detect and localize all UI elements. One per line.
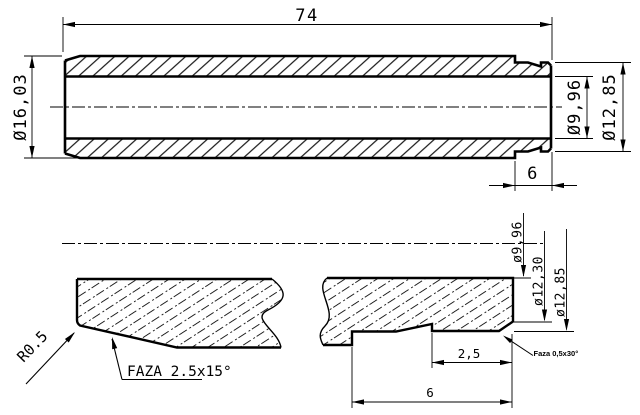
detail-left-outline [75, 277, 281, 349]
dim-6-main-arrow-right [552, 182, 564, 189]
radius-leader [25, 332, 75, 385]
main-bottom-wall-hatch [65, 138, 551, 158]
radius-label: R0.5 [13, 327, 51, 365]
main-top-wall-hatch [65, 56, 551, 77]
det-1285-label: ø12,85 [554, 267, 569, 317]
det-6-label: 6 [426, 385, 434, 400]
det-1230-arrow [541, 309, 548, 322]
det-6-lines [351, 347, 512, 408]
det-1230-label: ø12,30 [532, 256, 547, 306]
det-6-arrow-left [352, 399, 364, 405]
det-chamfer-label: Faza 0,5x30° [534, 349, 579, 358]
detail-left-break-line [261, 278, 284, 348]
main-view: 74 Ø16,03 Ø9,96 Ø12,85 [11, 6, 631, 191]
det-1285-lines [514, 229, 574, 332]
det-1285-arrow [563, 319, 570, 331]
dim-16-label: Ø16,03 [11, 73, 31, 140]
detail-right-outline [323, 276, 515, 347]
det-25-arrow-left [432, 359, 444, 366]
dim-996-label: Ø9,96 [565, 79, 585, 135]
dim-996-arrow-bottom [584, 126, 590, 139]
det-996-arrow [520, 265, 527, 277]
dim-74-arrow-left [63, 21, 75, 28]
dim-996-arrow-top [584, 76, 590, 89]
dim-1285-arrow-bottom [620, 139, 626, 152]
dim-16-arrow-top [29, 56, 35, 68]
det-25-label: 2,5 [458, 346, 481, 361]
detail-right: ø9,96 ø12,30 ø12,85 Faza 0,5x30° 2,5 [319, 213, 579, 408]
dim-1285-lines [555, 62, 631, 152]
det-chamfer-arrow [501, 333, 513, 344]
det-25-arrow-right [500, 359, 512, 366]
det-25-lines [431, 333, 513, 408]
dim-74-lines [62, 17, 553, 60]
dim-16-arrow-bottom [29, 146, 35, 158]
dim-1285-arrow-top [620, 62, 626, 75]
det-1230-lines [514, 231, 552, 323]
dim-16-lines [24, 55, 88, 159]
dim-6-main-label: 6 [527, 164, 539, 184]
det-6-arrow-right [500, 399, 512, 405]
dim-74-label: 74 [295, 6, 318, 26]
dim-1285-label: Ø12,85 [600, 73, 620, 140]
detail-left-hatch [77, 279, 284, 348]
dim-6-main-arrow-left [503, 182, 515, 189]
dim-74-arrow-right [540, 21, 552, 28]
detail-right-hatch [320, 278, 513, 345]
chamfer-leader-arrow [109, 336, 118, 350]
chamfer-label: FAZA 2.5x15° [127, 364, 232, 380]
main-outline [63, 54, 553, 160]
detail-left: R0.5 FAZA 2.5x15° [13, 277, 284, 385]
detail-right-break-line [319, 277, 330, 346]
det-996-label: ø9,96 [511, 221, 526, 263]
